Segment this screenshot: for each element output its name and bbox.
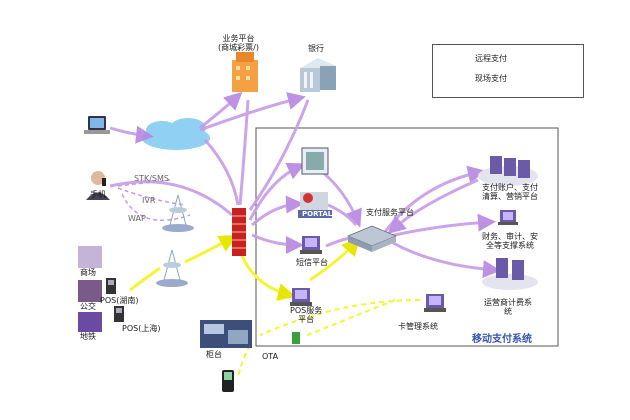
mobile-phone-icon — [222, 370, 234, 392]
arrow-firewall-sms — [251, 233, 304, 254]
dash-wap — [121, 193, 191, 221]
arrow-portal-pay — [327, 203, 358, 226]
wap-label: WAP — [128, 214, 146, 223]
scene-images — [78, 246, 102, 332]
arrow-firewall-server — [248, 162, 306, 221]
sim-icon — [292, 332, 300, 344]
arrow-cloud-platform — [199, 91, 243, 130]
bank-icon — [300, 58, 336, 92]
mall-label: 商场 — [80, 268, 96, 277]
arrow-phone-firewall — [109, 180, 233, 217]
system-title: 移动支付系统 — [472, 334, 532, 345]
legend-onsite-label: 现场支付 — [475, 74, 507, 83]
dash-card-phone — [237, 344, 251, 379]
phone-user-icon — [86, 171, 110, 200]
transit-label: 公交 — [80, 302, 96, 311]
server-icon — [301, 147, 329, 175]
legend: 远程支付 现场支付 — [432, 44, 584, 98]
pos-server-icon — [290, 288, 312, 306]
stk-sms-label: STK/SMS — [134, 174, 169, 183]
dash-card-counter — [259, 299, 421, 336]
pay-server-icon — [346, 225, 398, 252]
cloud-icon — [142, 118, 210, 150]
arrow-tower-firewall — [184, 235, 238, 264]
arrow-accounts-pay — [387, 178, 479, 234]
dash-card-sim — [304, 299, 396, 337]
firewall-icon — [232, 208, 246, 256]
arrow-computer-cloud — [109, 125, 154, 144]
ota-label: OTA — [262, 352, 279, 361]
pos-hunan-label: POS(湖南) — [100, 296, 139, 305]
accounts-icon — [478, 156, 538, 186]
building-icon — [232, 52, 258, 92]
arrow-pay-finance — [389, 213, 496, 238]
arrow-bank-firewall — [248, 99, 310, 211]
counter-icon — [200, 320, 252, 348]
computer-icon — [84, 116, 110, 134]
arrow-cloud-firewall — [203, 138, 240, 206]
sms-computer-icon — [300, 236, 322, 254]
arrow-pos-tower — [129, 266, 161, 292]
card-mgmt-label: 卡管理系统 — [398, 322, 438, 331]
arrow-pay-billing — [387, 238, 501, 279]
portal-label: PORTAL — [302, 210, 333, 218]
tower-bottom-icon — [156, 249, 188, 287]
phone-label: 手机 — [90, 190, 106, 199]
accounts-label: 支付账户、支付 清算、营销平台 — [482, 183, 538, 202]
arrow-sms-pay — [325, 236, 351, 248]
counter-label: 柜台 — [206, 350, 222, 359]
billing-label: 运营商计费系 统 — [484, 298, 532, 317]
card-mgmt-icon — [424, 294, 446, 312]
finance-label: 财务、审计、安 全等支撑系统 — [482, 232, 538, 251]
tower-top-icon — [162, 194, 194, 232]
sms-platform-label: 短信平台 — [296, 258, 328, 267]
dash-stk — [117, 179, 171, 187]
arrow-cloud-bank — [199, 92, 306, 132]
arrow-platform-firewall — [238, 99, 250, 206]
legend-remote-label: 远程支付 — [475, 54, 507, 63]
portal-icon — [298, 192, 332, 218]
pay-platform-label: 支付服务平台 — [366, 208, 414, 217]
pos-platform-label: POS服务 平台 — [290, 306, 323, 325]
arrow-firewall-portal — [251, 195, 304, 227]
pos-shanghai-label: POS(上海) — [122, 324, 161, 333]
finance-icon — [498, 210, 518, 225]
arrow-pos-pay — [309, 237, 360, 282]
billing-icon — [482, 258, 538, 290]
business-platform-label: 业务平台 (商城彩票/) — [218, 34, 259, 53]
subway-label: 地铁 — [80, 332, 96, 341]
pos-terminal-icon — [106, 278, 124, 322]
ivr-label: IVR — [142, 196, 156, 205]
bank-label: 银行 — [308, 44, 324, 53]
